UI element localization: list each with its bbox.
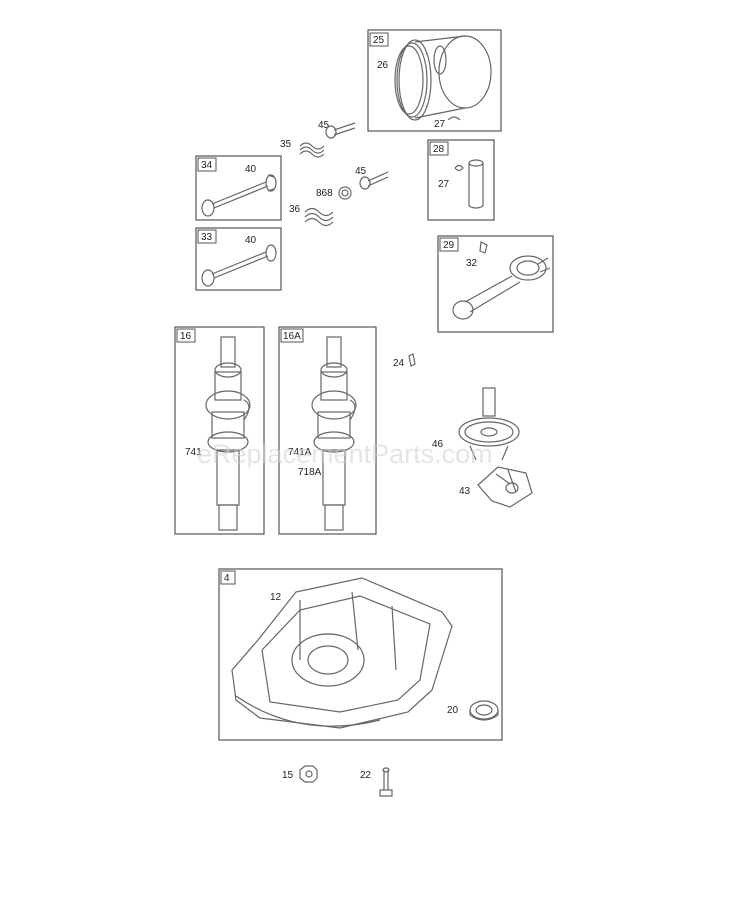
part-718a-label: 718A [298,467,322,478]
loose-bottom-parts: 15 22 [282,765,393,797]
piston-icon [394,35,492,121]
part-35-label: 35 [280,139,292,150]
governor-gear-46-icon [458,387,520,461]
part-43-label: 43 [459,486,471,497]
group-25-tag: 25 [373,35,385,46]
part-12-label: 12 [270,592,282,603]
group-16a-tag: 16A [283,331,301,342]
oil-seal-20-icon [469,700,499,721]
part-27-label: 27 [434,119,446,130]
group-25-frame [367,29,502,132]
group-34-frame [195,155,282,221]
group-16-tag-box [176,328,196,343]
loose-middle-parts: 24 46 43 [393,353,533,508]
governor-assembly-43-icon [477,466,533,508]
part-741-label: 741 [185,447,202,458]
bolt-22-icon [379,767,393,797]
part-32-label: 32 [466,258,478,269]
group-16-crankshaft: 16 741 [174,326,265,535]
crankshaft-16a-icon [311,336,357,531]
crankshaft-16-icon [205,336,251,531]
loose-valve-parts: 45 35 45 868 36 [280,120,389,227]
valve-34-icon [201,174,277,217]
sump-icon [231,577,453,729]
tappet-45b-icon [359,171,389,190]
group-16-frame [174,326,265,535]
group-25-tag-box [369,32,389,47]
group-29-tag: 29 [443,240,455,251]
part-26-label: 26 [377,60,389,71]
group-33-tag: 33 [201,232,213,243]
group-34-valve: 34 40 [195,155,282,221]
group-33-tag-box [197,229,217,244]
group-4-tag-box [220,570,236,585]
group-33-valve: 33 40 [195,227,282,291]
nut-15-icon [299,765,318,783]
group-33-frame [195,227,282,291]
group-28-frame [427,139,495,221]
group-4-frame [218,568,503,741]
valve-33-icon [201,244,277,287]
part-45a-label: 45 [318,120,330,131]
watermark-text: eReplacementParts.com [197,439,493,469]
connecting-rod-icon [452,241,551,320]
group-34-tag: 34 [201,160,213,171]
part-22-label: 22 [360,770,372,781]
group-16a-tag-box [280,328,304,343]
part-20-label: 20 [447,705,459,716]
retainer-868-icon [338,186,352,200]
group-34-tag-box [197,157,217,172]
valve-spring-35-icon [299,142,325,158]
group-29-tag-box [439,237,459,252]
part-741a-label: 741A [288,447,312,458]
part-27b-label: 27 [438,179,450,190]
part-45b-label: 45 [355,166,367,177]
part-868-label: 868 [316,188,333,199]
group-29-connecting-rod: 29 32 [437,235,554,333]
group-28-tag-box [429,141,449,156]
part-24-label: 24 [393,358,405,369]
part-40a-label: 40 [245,164,257,175]
group-16a-frame [278,326,377,535]
part-40b-label: 40 [245,235,257,246]
group-25-piston: 25 26 27 [367,29,502,132]
group-16-tag: 16 [180,331,192,342]
valve-spring-36-icon [304,207,334,227]
part-36-label: 36 [289,204,301,215]
piston-pin-icon [454,159,484,209]
group-16a-crankshaft: 16A 741A 718A [278,326,377,535]
group-4-sump: 4 12 20 [218,568,503,741]
tappet-45a-icon [325,122,356,139]
group-28-tag: 28 [433,144,445,155]
part-15-label: 15 [282,770,294,781]
group-29-frame [437,235,554,333]
key-24-icon [408,353,416,367]
group-28-pin: 28 27 [427,139,495,221]
part-46-label: 46 [432,439,444,450]
group-4-tag: 4 [224,573,230,584]
